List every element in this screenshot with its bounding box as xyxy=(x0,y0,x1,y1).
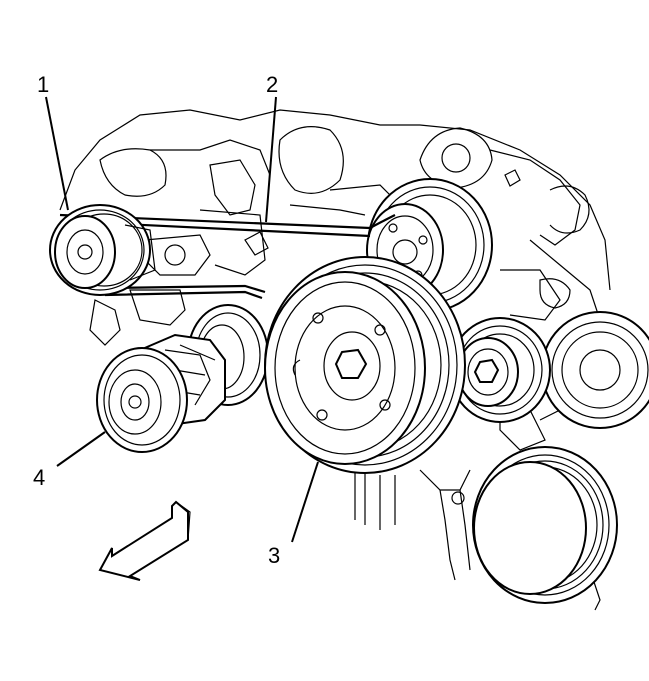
engine-block-outline xyxy=(59,109,611,611)
front-direction-arrow-icon xyxy=(98,500,191,581)
water-pump-pulley xyxy=(472,446,618,604)
upper-right-pulley xyxy=(541,311,649,429)
power-steering-pump-pulley xyxy=(96,333,226,453)
callout-4: 4 xyxy=(33,465,46,490)
callout-1: 1 xyxy=(37,72,50,97)
callout-3: 3 xyxy=(268,543,281,568)
callout-leaders xyxy=(45,96,319,543)
crankshaft-balancer-pulley xyxy=(264,256,466,474)
belt-tensioner-pulley xyxy=(49,204,156,296)
callout-2: 2 xyxy=(266,72,279,97)
